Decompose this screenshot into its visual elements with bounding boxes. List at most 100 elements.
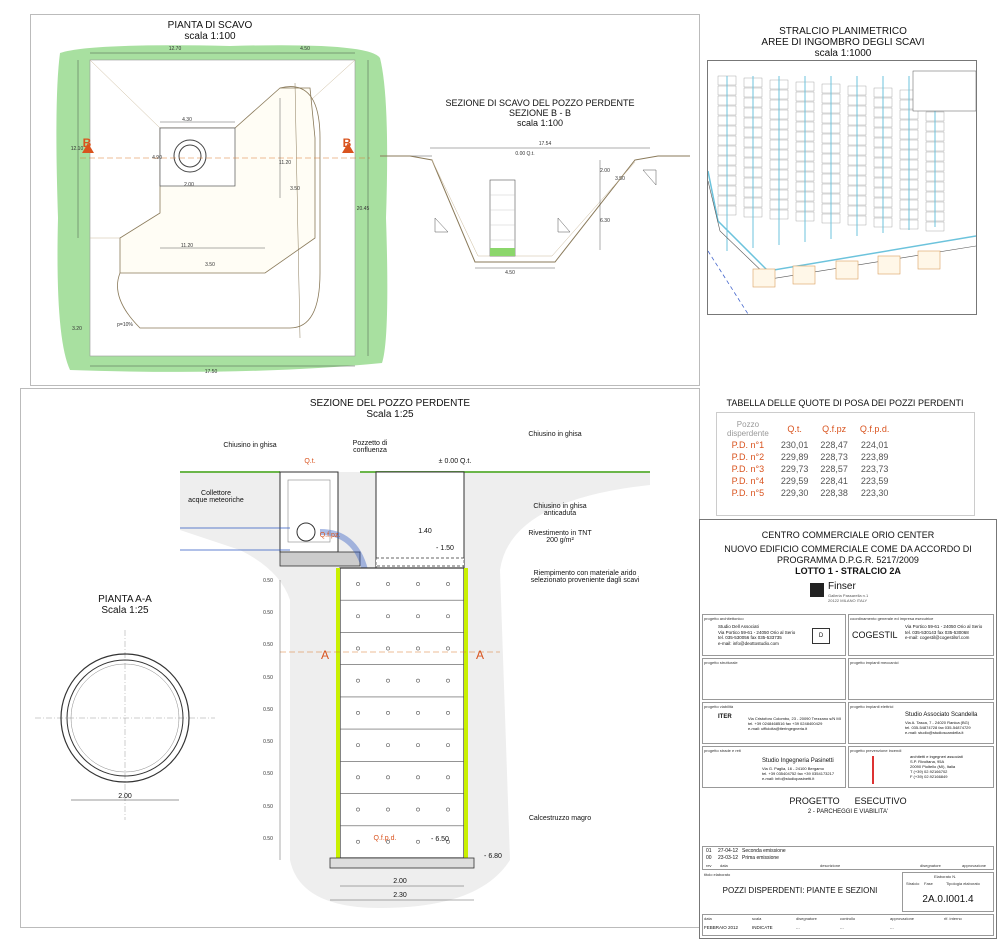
layer-dim: 0.50	[263, 642, 273, 649]
tb-l1: CENTRO COMMERCIALE ORIO CENTER	[761, 530, 935, 540]
lbl-strade: progetto strade e reti	[704, 748, 741, 753]
quote-cell: 223,59	[860, 476, 889, 486]
lbl-elab: Elaborato N.	[934, 874, 957, 879]
plan-b-left: B	[82, 136, 92, 150]
layer-dim: 0.50	[263, 835, 273, 842]
txt-coord: Via Portico 59-61 - 24050 Orio al Serio …	[905, 624, 983, 640]
tb-finser-sub: Galleria Passarella n.1 20122 MILANO ITA…	[828, 593, 869, 603]
lbl-titolo: titolo elaborato	[704, 872, 731, 877]
quote-table-title: TABELLA DELLE QUOTE DI POSA DEI POZZI PE…	[726, 398, 964, 408]
plan-slope: p=10%	[117, 322, 133, 328]
quote-cell: 224,01	[860, 440, 889, 450]
tb-iter: ITER	[718, 714, 732, 720]
ring-hole	[446, 710, 450, 715]
plan-scale: scala 1:100	[184, 31, 236, 42]
ring-hole	[416, 839, 420, 844]
elab-box	[902, 872, 994, 912]
ring-hole	[416, 710, 420, 715]
ring-hole	[416, 807, 420, 812]
quote-cell: P.D. n°5	[731, 488, 765, 498]
cell-strade	[702, 746, 846, 788]
archesa-logo-icon	[872, 756, 874, 784]
ring-hole	[386, 775, 390, 780]
ring-hole	[416, 646, 420, 651]
plan-panel	[30, 14, 700, 386]
plan-dim-circle: 2.00	[184, 182, 194, 188]
ring-hole	[416, 743, 420, 748]
bb-title: SEZIONE DI SCAVO DEL POZZO PERDENTE	[445, 98, 635, 108]
ring-hole	[356, 678, 360, 683]
ring-hole	[386, 807, 390, 812]
lbl-viab: progetto viabilità	[704, 704, 734, 709]
quote-cell: 228,57	[820, 464, 848, 474]
quote-cell: 223,73	[860, 464, 889, 474]
label-d140: 1.40	[418, 528, 432, 535]
label-chiusino-1: Chiusino in ghisa	[223, 442, 277, 449]
ring-hole	[416, 614, 420, 619]
lbl-coord: coordinamento generale ed impresa esecut…	[850, 616, 934, 621]
label-qfpz: Q.f.pz.	[319, 532, 341, 539]
quote-cell: 229,30	[780, 488, 809, 498]
finser-logo-icon	[810, 583, 824, 597]
quote-header-1: Q.t.	[787, 424, 802, 434]
bb-depth: 6.30	[600, 218, 610, 224]
cell-viab	[702, 702, 846, 744]
ring-hole	[356, 743, 360, 748]
tb-pasinetti: Studio Ingegneria Pasinetti	[762, 758, 834, 764]
foot-h: rif. interno	[944, 916, 962, 921]
title-block: CENTRO COMMERCIALE ORIO CENTER NUOVO EDI…	[699, 519, 997, 939]
rev1-n: 01	[706, 848, 712, 854]
ring-hole	[356, 646, 360, 651]
ring-hole	[386, 646, 390, 651]
ring-hole	[356, 775, 360, 780]
txt-archesa: architetti e ingegneri associati S.P. Ri…	[910, 754, 963, 779]
rev0-t: Prima emissione	[742, 855, 779, 861]
foot-h: scala	[752, 916, 762, 921]
quote-cell: 229,59	[780, 476, 809, 486]
stralcio-map	[707, 60, 977, 315]
ring-hole	[446, 775, 450, 780]
ring-hole	[386, 710, 390, 715]
rev-table	[702, 846, 994, 870]
section-drawing	[180, 471, 650, 908]
layer-dim: 0.50	[263, 706, 273, 713]
lbl-arch: progetto architettonico	[704, 616, 744, 621]
plan-dim-bottom: 17.50	[204, 369, 218, 375]
pianta-aa-scale: Scala 1:25	[101, 605, 149, 616]
layer-dim: 0.50	[263, 739, 273, 746]
a-marker-left: A	[320, 648, 329, 662]
elab-h-0: Stralcio	[906, 881, 920, 886]
label-collettore: Collettore acque meteoriche	[188, 490, 244, 504]
cell-strutt	[702, 658, 846, 700]
tb-finser: Finser	[828, 581, 856, 592]
bb-scale: scala 1:100	[516, 118, 564, 128]
txt-iter: Via Cristoforo Colombo, 23 - 20090 Trezz…	[748, 716, 841, 731]
quote-cell: 229,73	[780, 464, 809, 474]
ring-hole	[386, 743, 390, 748]
deo-logo-icon: D	[812, 628, 830, 644]
quote-cell: P.D. n°2	[731, 452, 765, 462]
label-chiusino-3: Chiusino in ghisa anticaduta	[533, 503, 587, 517]
bb-drawing	[380, 147, 690, 269]
tb-l3: PROGRAMMA D.P.G.R. 5217/2009	[777, 555, 919, 565]
rev0-d: 23-03-12	[718, 855, 739, 861]
quote-cell: P.D. n°1	[731, 440, 765, 450]
quote-cell: 228,73	[820, 452, 848, 462]
foot-h: controllo	[840, 916, 856, 921]
elab-h-2: Tipologia elaborato	[946, 881, 980, 886]
plan-dim-left-h: 12.10	[70, 146, 84, 152]
ring-hole	[356, 614, 360, 619]
stralcio-title1: STRALCIO PLANIMETRICO	[779, 26, 907, 37]
label-riemp: Riempimento con materiale arido selezion…	[530, 570, 640, 584]
ring-hole	[446, 614, 450, 619]
ring-hole	[416, 582, 420, 586]
ring-hole	[356, 839, 360, 844]
ring-hole	[446, 807, 450, 812]
rev-h-1: data	[720, 863, 728, 868]
quote-cell: 229,89	[780, 452, 809, 462]
pianta-aa-dim: 2.00	[118, 793, 132, 800]
foot-v: ...	[840, 925, 844, 930]
